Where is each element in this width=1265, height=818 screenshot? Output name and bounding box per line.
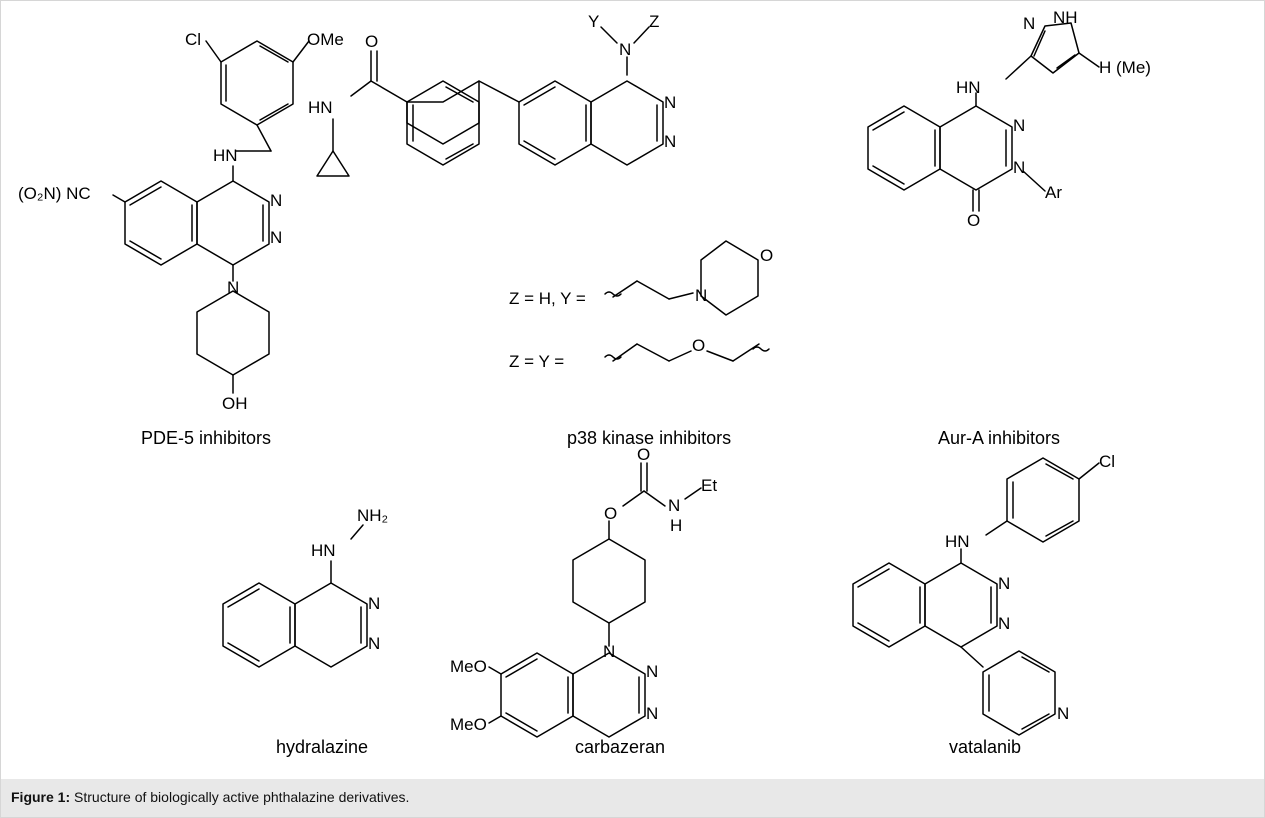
p38-n1-atom: N — [664, 93, 676, 112]
aura-pyrazole-nh-atom: NH — [1053, 8, 1078, 27]
structures-diagram: Cl OMe HN (O₂N) NC N N N OH PDE-5 inhibi… — [18, 8, 1151, 757]
hydralazine-n2-atom: N — [368, 634, 380, 653]
p38-morpholine-o-atom: O — [760, 246, 773, 265]
pde5-oh-atom: OH — [222, 394, 248, 413]
p38-substituent-row1: Z = H, Y = — [509, 289, 586, 308]
pde5-cl-atom: Cl — [185, 30, 201, 49]
figure-caption: Figure 1: Structure of biologically acti… — [1, 779, 1264, 817]
aura-o-atom: O — [967, 211, 980, 230]
vatalanib-n2-atom: N — [998, 614, 1010, 633]
pde5-n3-atom: N — [227, 278, 239, 297]
p38-structure: Y N Z O HN N N Z = H, Y = N O Z = Y = O … — [308, 12, 773, 448]
p38-n2-atom: N — [664, 132, 676, 151]
p38-substituent-row2: Z = Y = — [509, 352, 564, 371]
pde5-structure: Cl OMe HN (O₂N) NC N N N OH PDE-5 inhibi… — [18, 30, 344, 448]
vatalanib-label: vatalanib — [949, 737, 1021, 757]
hydralazine-structure: HN NH₂ N N hydralazine — [222, 506, 388, 757]
vatalanib-cl-atom: Cl — [1099, 452, 1115, 471]
aura-h-me-atom: H (Me) — [1099, 58, 1151, 77]
pde5-ome-atom: OMe — [307, 30, 344, 49]
carbazeran-meo2-atom: MeO — [450, 715, 487, 734]
carbazeran-et-atom: Et — [701, 476, 717, 495]
pde5-n1-atom: N — [270, 191, 282, 210]
pde5-o2n-nc-atom: (O₂N) NC — [18, 184, 91, 203]
aura-n2-atom: N — [1013, 158, 1025, 177]
carbazeran-h-atom: H — [670, 516, 682, 535]
hydralazine-label: hydralazine — [276, 737, 368, 757]
aura-n1-atom: N — [1013, 116, 1025, 135]
aura-hn-atom: HN — [956, 78, 981, 97]
carbazeran-n2-atom: N — [646, 704, 658, 723]
p38-y-atom: Y — [588, 12, 599, 31]
p38-ether-o-atom: O — [692, 336, 705, 355]
pde5-label: PDE-5 inhibitors — [141, 428, 271, 448]
hydralazine-hn-atom: HN — [311, 541, 336, 560]
aura-structure: N NH H (Me) HN N N Ar O Aur-A inhibitors — [867, 8, 1151, 448]
caption-text: Structure of biologically active phthala… — [70, 789, 410, 805]
p38-o-atom: O — [365, 32, 378, 51]
aura-label: Aur-A inhibitors — [938, 428, 1060, 448]
carbazeran-structure: O O N H Et N N N MeO MeO carbazeran — [450, 445, 717, 757]
carbazeran-n-atom: N — [668, 496, 680, 515]
p38-z-atom: Z — [649, 12, 659, 31]
caption-label: Figure 1: — [11, 789, 71, 805]
hydralazine-n1-atom: N — [368, 594, 380, 613]
p38-n-atom: N — [619, 40, 631, 59]
vatalanib-hn-atom: HN — [945, 532, 970, 551]
vatalanib-pyridine-n-atom: N — [1057, 704, 1069, 723]
hydralazine-nh2-atom: NH₂ — [357, 506, 388, 525]
vatalanib-n1-atom: N — [998, 574, 1010, 593]
carbazeran-label: carbazeran — [575, 737, 665, 757]
carbazeran-meo1-atom: MeO — [450, 657, 487, 676]
aura-pyrazole-n-atom: N — [1023, 14, 1035, 33]
pde5-n2-atom: N — [270, 228, 282, 247]
vatalanib-structure: Cl HN N N N vatalanib — [852, 452, 1115, 757]
carbazeran-carbonyl-o-atom: O — [637, 445, 650, 464]
pde5-hn-atom: HN — [213, 146, 238, 165]
carbazeran-piperidine-n-atom: N — [603, 642, 615, 661]
p38-hn-atom: HN — [308, 98, 333, 117]
aura-ar-atom: Ar — [1045, 183, 1062, 202]
p38-label: p38 kinase inhibitors — [567, 428, 731, 448]
carbazeran-n1-atom: N — [646, 662, 658, 681]
p38-morpholine-n-atom: N — [695, 286, 707, 305]
carbazeran-ester-o-atom: O — [604, 504, 617, 523]
